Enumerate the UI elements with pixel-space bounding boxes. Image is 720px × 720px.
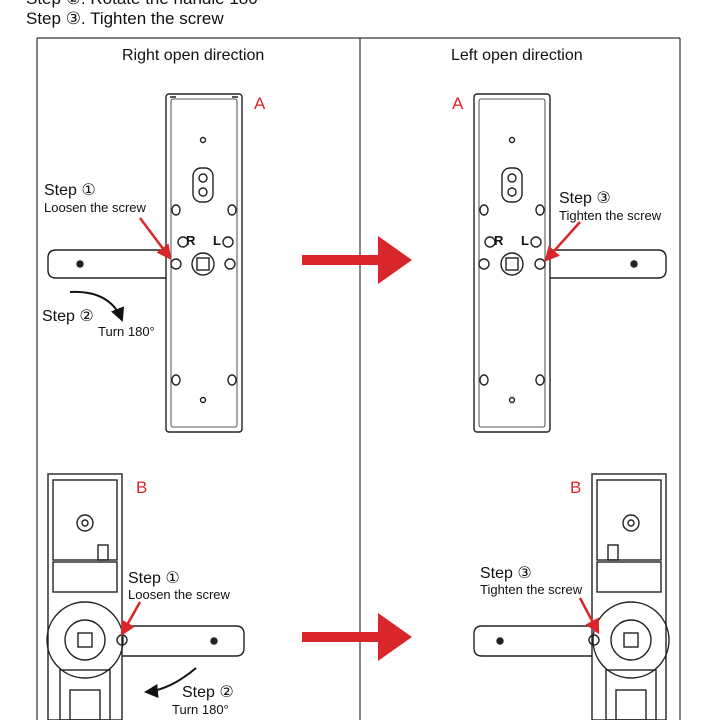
lock-plate-a-left bbox=[473, 93, 551, 433]
step1-title-a: Step ① bbox=[44, 182, 96, 199]
rotate-arrow-b bbox=[144, 667, 197, 698]
step3-title-b: Step ③ bbox=[480, 565, 532, 582]
label-a-right: A bbox=[254, 94, 266, 113]
lock-body-b-left bbox=[588, 473, 670, 720]
step2-text-b: Turn 180° bbox=[172, 702, 229, 717]
lock-body-b-right bbox=[46, 473, 128, 720]
title-left-open: Left open direction bbox=[451, 47, 583, 64]
label-b-left: B bbox=[570, 478, 582, 497]
step1-text-b: Loosen the screw bbox=[128, 587, 230, 602]
step1-title-b: Step ① bbox=[128, 570, 180, 587]
pointer-loosen-b bbox=[120, 601, 142, 637]
step3-text-a: Tighten the screw bbox=[559, 208, 662, 223]
header-step-2: Step ②. Rotate the handle 180° bbox=[26, 0, 264, 9]
transition-arrow-a bbox=[302, 236, 412, 284]
title-right-open: Right open direction bbox=[122, 47, 265, 64]
mark-l-a-left: L bbox=[521, 233, 529, 248]
mark-l-a-right: L bbox=[213, 233, 221, 248]
handle-b-right bbox=[122, 625, 245, 657]
pointer-tighten-b bbox=[578, 597, 600, 635]
panel-frame bbox=[36, 37, 681, 720]
handle-b-left bbox=[473, 625, 592, 657]
lock-plate-a-right bbox=[165, 93, 243, 433]
pointer-loosen-a bbox=[139, 217, 172, 260]
handle-a-right bbox=[47, 249, 166, 279]
step1-text-a: Loosen the screw bbox=[44, 200, 146, 215]
step2-text-a: Turn 180° bbox=[98, 324, 155, 339]
step3-title-a: Step ③ bbox=[559, 190, 611, 207]
label-b-right: B bbox=[136, 478, 148, 497]
step2-title-b: Step ② bbox=[182, 684, 234, 701]
transition-arrow-b bbox=[302, 613, 412, 661]
mark-r-a-left: R bbox=[494, 233, 504, 248]
rotate-arrow-a bbox=[69, 290, 125, 322]
mark-r-a-right: R bbox=[186, 233, 196, 248]
label-a-left: A bbox=[452, 94, 464, 113]
header-step-3: Step ③. Tighten the screw bbox=[26, 9, 224, 28]
step2-title-a: Step ② bbox=[42, 308, 94, 325]
pointer-tighten-a bbox=[544, 221, 581, 262]
step3-text-b: Tighten the screw bbox=[480, 582, 583, 597]
handle-a-left bbox=[550, 249, 667, 279]
